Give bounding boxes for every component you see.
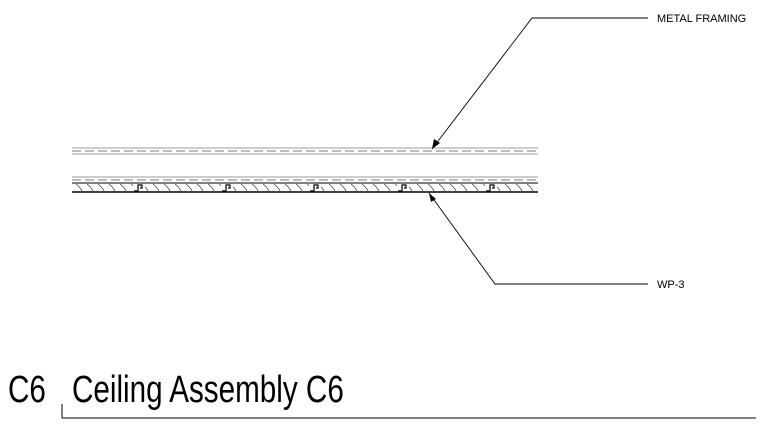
joint-clip — [310, 184, 319, 192]
joint-clip — [134, 184, 143, 192]
metal-framing-label: METAL FRAMING — [657, 13, 746, 25]
joint-mask — [485, 184, 497, 191]
hatch-stroke — [350, 183, 358, 192]
hatch-stroke — [284, 183, 292, 192]
panel-joints — [133, 184, 497, 192]
hatch-stroke — [163, 183, 171, 192]
hatch-stroke — [207, 183, 215, 192]
joint-clip — [398, 184, 407, 192]
hatch-stroke — [97, 183, 105, 192]
hatch-stroke — [108, 183, 116, 192]
joint-mask — [221, 184, 233, 191]
joint-mask — [309, 184, 321, 191]
hatch-stroke — [119, 183, 127, 192]
title-underline — [61, 404, 756, 419]
hatch-stroke — [515, 183, 523, 192]
detail-id: C6 — [8, 369, 46, 411]
hatch-stroke — [416, 183, 424, 192]
hatch-stroke — [427, 183, 435, 192]
detail-title: Ceiling Assembly C6 — [72, 369, 344, 411]
joint-clip — [222, 184, 231, 192]
hatch-stroke — [86, 183, 94, 192]
metal-framing-leader — [431, 17, 648, 150]
hatch-stroke — [251, 183, 259, 192]
wp3-label: WP-3 — [657, 279, 685, 291]
hatch-stroke — [504, 183, 512, 192]
hatch-stroke — [196, 183, 204, 192]
hatch-stroke — [383, 183, 391, 192]
hatch-stroke — [526, 183, 534, 192]
panel-assembly — [72, 176, 538, 193]
hatch-stroke — [185, 183, 193, 192]
hatch-stroke — [339, 183, 347, 192]
hatch-stroke — [75, 183, 83, 192]
hatch-stroke — [152, 183, 160, 192]
hatch-stroke — [372, 183, 380, 192]
hatch-stroke — [471, 183, 479, 192]
metal-framing-layer — [72, 147, 538, 155]
hatch-stroke — [273, 183, 281, 192]
joint-mask — [133, 184, 145, 191]
hatch-stroke — [328, 183, 336, 192]
hatch-stroke — [460, 183, 468, 192]
joint-clip — [486, 184, 495, 192]
hatch-stroke — [438, 183, 446, 192]
hatch-stroke — [262, 183, 270, 192]
joint-mask — [397, 184, 409, 191]
hatch-stroke — [295, 183, 303, 192]
hatch-stroke — [449, 183, 457, 192]
hatch-stroke — [174, 183, 182, 192]
wp3-leader — [428, 192, 648, 285]
hatch-stroke — [361, 183, 369, 192]
panel-hatch — [75, 183, 534, 192]
hatch-stroke — [240, 183, 248, 192]
